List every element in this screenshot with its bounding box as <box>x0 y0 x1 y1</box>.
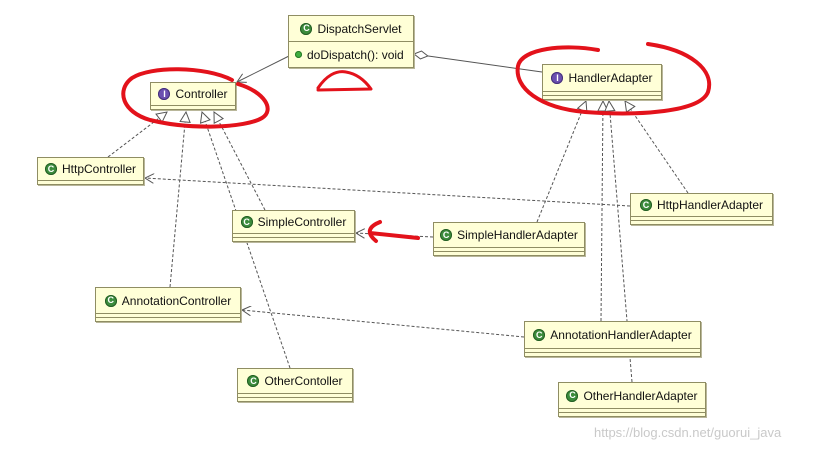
empty-compartment <box>233 237 354 241</box>
class-icon: C <box>639 199 652 211</box>
class-header: C HttpController <box>38 158 143 180</box>
empty-compartment <box>96 313 240 317</box>
class-icon: C <box>300 22 313 35</box>
empty-compartment <box>559 408 705 412</box>
realization-annotationcontroller-controller <box>169 112 186 288</box>
empty-compartment <box>38 180 143 184</box>
class-name: AnnotationHandlerAdapter <box>550 328 692 342</box>
class-other-controller: C OtherContoller <box>237 368 353 402</box>
interface-controller: I Controller <box>150 82 236 110</box>
class-header: C AnnotationController <box>96 288 240 313</box>
class-name: DispatchServlet <box>317 21 402 36</box>
empty-compartment <box>525 348 700 352</box>
class-name: Controller <box>175 87 228 101</box>
interface-icon: I <box>158 88 171 100</box>
dependency-httphandleradapter-httpcontroller <box>145 178 631 207</box>
class-header: C SimpleHandlerAdapter <box>434 223 584 247</box>
class-name: AnnotationController <box>121 293 232 308</box>
realization-httphandleradapter-handleradapter <box>625 101 689 194</box>
realization-httpcontroller-controller <box>107 112 167 158</box>
class-annotation-handler-adapter: C AnnotationHandlerAdapter <box>524 321 701 357</box>
class-name: SimpleHandlerAdapter <box>457 228 578 242</box>
empty-compartment <box>96 317 240 321</box>
realization-simplecontroller-controller <box>214 112 266 211</box>
class-name: HandlerAdapter <box>568 71 653 85</box>
empty-compartment <box>525 352 700 356</box>
class-name: OtherHandlerAdapter <box>583 388 698 403</box>
realization-annotationhandleradapter-handleradapter <box>601 101 603 322</box>
empty-compartment <box>238 397 352 401</box>
class-icon: C <box>247 375 260 387</box>
class-http-handler-adapter: C HttpHandlerAdapter <box>630 193 773 225</box>
class-other-handler-adapter: C OtherHandlerAdapter <box>558 382 706 417</box>
empty-compartment <box>559 412 705 416</box>
class-name: HttpController <box>61 162 137 176</box>
empty-compartment <box>631 216 772 220</box>
empty-compartment <box>631 220 772 224</box>
class-simple-controller: C SimpleController <box>232 210 355 242</box>
class-simple-handler-adapter: C SimpleHandlerAdapter <box>433 222 585 256</box>
empty-compartment <box>238 393 352 397</box>
dependency-simplehandleradapter-simplecontroller <box>356 233 434 237</box>
interface-icon: I <box>551 72 564 84</box>
aggregation-dispatchservlet-handleradapter <box>414 54 543 73</box>
interface-handler-adapter: I HandlerAdapter <box>542 64 662 100</box>
method-row: doDispatch(): void <box>289 41 413 67</box>
class-icon: C <box>240 216 253 228</box>
class-name: OtherContoller <box>264 374 343 388</box>
class-header: I Controller <box>151 83 235 105</box>
class-icon: C <box>533 329 546 341</box>
class-dispatch-servlet: C DispatchServlet doDispatch(): void <box>288 15 414 68</box>
class-icon: C <box>440 229 453 241</box>
class-icon: C <box>104 294 117 307</box>
class-name: SimpleController <box>257 215 347 229</box>
class-name: HttpHandlerAdapter <box>656 198 764 212</box>
association-dispatchservlet-controller <box>237 55 290 82</box>
class-annotation-controller: C AnnotationController <box>95 287 241 322</box>
public-method-dot-icon <box>295 51 302 58</box>
empty-compartment <box>151 105 235 109</box>
class-header: C OtherContoller <box>238 369 352 393</box>
class-icon: C <box>566 389 579 402</box>
watermark: https://blog.csdn.net/guorui_java <box>594 425 782 440</box>
empty-compartment <box>233 233 354 237</box>
realization-simplehandleradapter-handleradapter <box>536 101 586 223</box>
class-http-controller: C HttpController <box>37 157 144 185</box>
class-header: C DispatchServlet <box>289 16 413 41</box>
class-header: C SimpleController <box>233 211 354 233</box>
empty-compartment <box>434 247 584 251</box>
class-header: C OtherHandlerAdapter <box>559 383 705 408</box>
dependency-annotationhandleradapter-annotationcontroller <box>242 310 525 338</box>
method-signature: doDispatch(): void <box>307 47 404 62</box>
class-icon: C <box>44 163 57 175</box>
class-header: C HttpHandlerAdapter <box>631 194 772 216</box>
empty-compartment <box>543 95 661 99</box>
class-header: C AnnotationHandlerAdapter <box>525 322 700 348</box>
class-header: I HandlerAdapter <box>543 65 661 91</box>
empty-compartment <box>434 251 584 255</box>
